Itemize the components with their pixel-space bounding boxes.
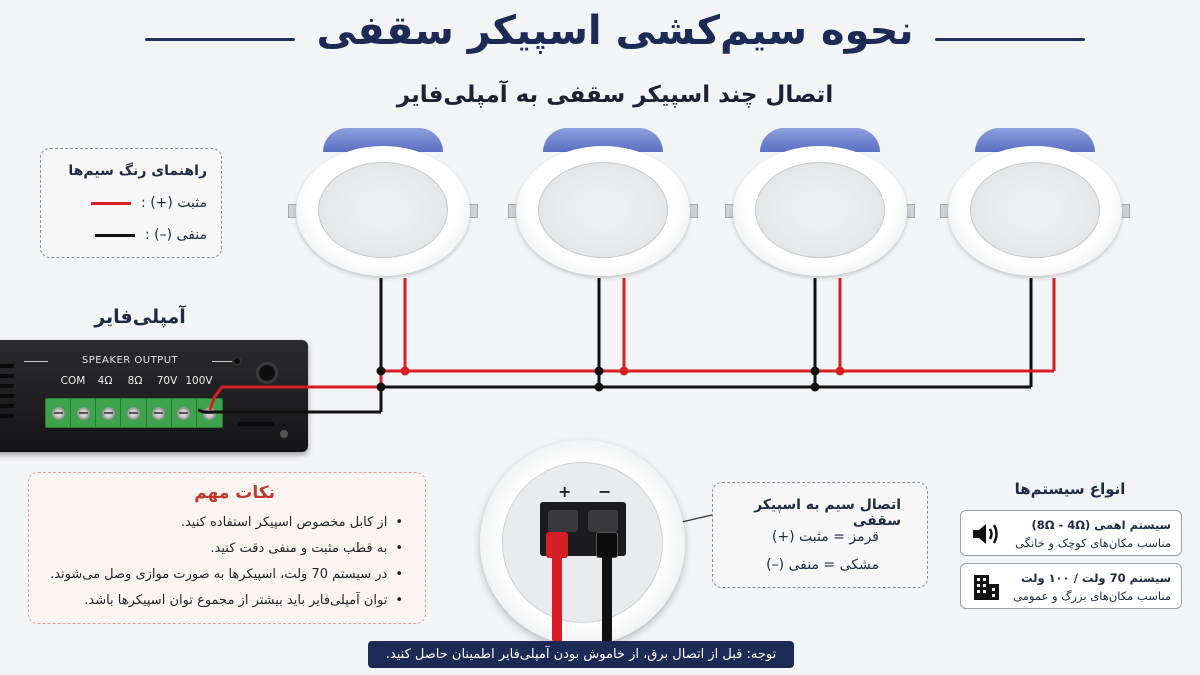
- system-high-voltage-desc: مناسب مکان‌های بزرگ و عمومی: [1013, 589, 1171, 603]
- terminal-label-4ohm: 4Ω: [97, 375, 113, 387]
- speaker-terminal-closeup: + −: [480, 440, 685, 645]
- terminal-label-com: COM: [60, 375, 86, 387]
- wire-color-legend: راهنمای رنگ سیم‌ها مثبت (+) : منفی (–) :: [40, 148, 222, 258]
- terminal-screw: [46, 399, 72, 427]
- gray-negative-label: مشکی = منفی (–): [766, 557, 879, 573]
- terminal-screw: [121, 399, 147, 427]
- legend-negative-row: منفی (–) :: [94, 227, 207, 243]
- speaker-grill: [318, 162, 448, 258]
- legend-title: راهنمای رنگ سیم‌ها: [68, 163, 207, 179]
- note-item: به قطب مثبت و منفی دقت کنید.: [210, 541, 403, 556]
- important-notes-box: نکات مهم از کابل مخصوص اسپیکر استفاده کن…: [28, 472, 426, 624]
- black-wire: [602, 556, 612, 645]
- ceiling-speaker-1: [288, 128, 478, 278]
- system-types-title: انواع سیستم‌ها: [1014, 480, 1126, 498]
- legend-black-line: [94, 233, 135, 237]
- junction-dot: [594, 382, 604, 392]
- system-low-impedance: سیستم اهمی (8Ω - 4Ω) مناسب مکان‌های کوچک…: [960, 510, 1182, 556]
- legend-positive-row: مثبت (+) :: [91, 195, 207, 211]
- junction-dot: [400, 366, 410, 376]
- page-title: نحوه سیم‌کشی اسپیکر سقفی: [316, 8, 914, 54]
- ceiling-speaker-2: [508, 128, 698, 278]
- speaker-volume-icon: [969, 517, 1003, 551]
- amplifier-slot: [238, 422, 274, 426]
- red-wire: [552, 556, 562, 645]
- note-item: در سیستم 70 ولت، اسپیکرها به صورت موازی …: [50, 567, 403, 582]
- junction-dot: [810, 382, 820, 392]
- junction-dot: [376, 382, 386, 392]
- junction-dot: [810, 366, 820, 376]
- junction-dot: [376, 366, 386, 376]
- system-low-impedance-desc: مناسب مکان‌های کوچک و خانگی: [1015, 536, 1171, 550]
- minus-sign: −: [598, 482, 612, 501]
- legend-negative-label: منفی (–) :: [144, 227, 207, 243]
- terminal-block: [45, 398, 223, 428]
- terminal-screw: [147, 399, 172, 427]
- amplifier-label: آمپلی‌فایر: [94, 306, 186, 328]
- speaker-output-label: SPEAKER OUTPUT: [24, 355, 236, 366]
- terminal-slot-negative: [588, 510, 618, 532]
- positive-bus-wire: [208, 369, 1054, 411]
- terminal-slot-positive: [548, 510, 578, 532]
- red-positive-label: قرمز = مثبت (+): [771, 529, 879, 545]
- ceiling-speaker-4: [940, 128, 1130, 278]
- title-divider-left: [145, 38, 295, 41]
- title-divider-right: [935, 38, 1085, 41]
- terminal-screw: [96, 399, 122, 427]
- junction-dot: [619, 366, 629, 376]
- system-high-voltage-title: سیستم 70 ولت / ۱۰۰ ولت: [1020, 571, 1171, 585]
- speaker-grill: [538, 162, 668, 258]
- notes-title: نکات مهم: [194, 483, 275, 503]
- title-area: نحوه سیم‌کشی اسپیکر سقفی: [0, 8, 1200, 64]
- page-subtitle: اتصال چند اسپیکر سقفی به آمپلی‌فایر: [396, 82, 834, 108]
- note-item: از کابل مخصوص اسپیکر استفاده کنید.: [181, 515, 403, 530]
- connection-title: اتصال سیم به اسپیکر سقفی: [754, 497, 901, 529]
- warning-banner: توجه: قبل از اتصال برق، از خاموش بودن آم…: [368, 641, 794, 668]
- note-item: توان آمپلی‌فایر باید بیشتر از مجموع توان…: [84, 593, 403, 608]
- junction-dot: [594, 366, 604, 376]
- plus-sign: +: [558, 482, 572, 501]
- terminal-label-8ohm: 8Ω: [127, 375, 143, 387]
- connection-info-box: اتصال سیم به اسپیکر سقفی قرمز = مثبت (+)…: [712, 482, 928, 588]
- building-icon: [969, 570, 1003, 604]
- ceiling-speaker-3: [725, 128, 915, 278]
- red-clip: [546, 532, 568, 558]
- speaker-grill: [755, 162, 885, 258]
- terminal-screw: [172, 399, 197, 427]
- amplifier-knob: [256, 362, 278, 384]
- negative-feed-wire: [197, 408, 381, 414]
- amplifier-button: [280, 430, 288, 438]
- legend-positive-label: مثبت (+) :: [141, 195, 207, 211]
- system-low-impedance-title: سیستم اهمی (8Ω - 4Ω): [1031, 518, 1171, 532]
- terminal-screw: [71, 399, 97, 427]
- amplifier: SPEAKER OUTPUT COM 4Ω 8Ω 70V 100V: [0, 340, 308, 452]
- amplifier-indicator: [232, 356, 242, 366]
- junction-dot: [835, 366, 845, 376]
- terminal-label-70v: 70V: [156, 375, 178, 387]
- system-high-voltage: سیستم 70 ولت / ۱۰۰ ولت مناسب مکان‌های بز…: [960, 563, 1182, 609]
- black-clip: [596, 532, 618, 558]
- terminal-label-100v: 100V: [185, 375, 213, 387]
- legend-red-line: [91, 201, 132, 205]
- speaker-grill: [970, 162, 1100, 258]
